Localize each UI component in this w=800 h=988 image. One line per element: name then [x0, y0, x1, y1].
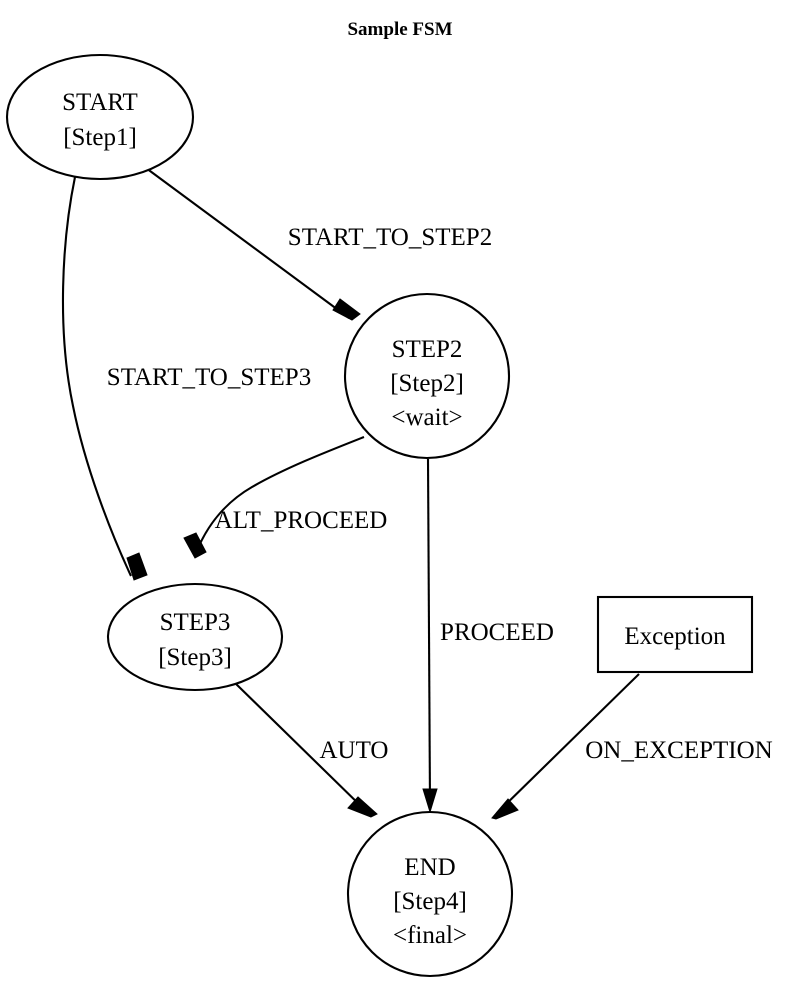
node-exception[interactable]: Exception	[596, 595, 754, 674]
node-exception-label: Exception	[624, 623, 726, 650]
edge-step3-to-end[interactable]: AUTO	[232, 680, 389, 818]
node-shape-start	[5, 53, 195, 181]
arrowhead-step3-to-end	[347, 796, 378, 818]
node-step2-label-line2: [Step2]	[390, 370, 464, 397]
page-title: Sample FSM	[347, 19, 452, 40]
arrowhead-exception-to-end	[491, 798, 519, 820]
edge-step2-to-end[interactable]: PROCEED	[422, 458, 554, 814]
edge-label-step3-to-end: AUTO	[320, 737, 389, 764]
arrowhead-start-to-step3	[126, 552, 148, 581]
arrowhead-step2-to-step3	[183, 532, 207, 559]
node-shape-end	[346, 810, 514, 978]
node-step3[interactable]: STEP3 [Step3]	[106, 582, 284, 692]
edge-label-exception-to-end: ON_EXCEPTION	[585, 737, 773, 764]
node-start-label-line1: START	[62, 89, 138, 116]
edge-path-start-to-step3	[61, 176, 132, 577]
node-start-label-line2: [Step1]	[63, 124, 137, 151]
node-step2[interactable]: STEP2 [Step2] <wait>	[343, 292, 511, 460]
node-end-label-line1: END	[404, 854, 455, 881]
node-step3-label-line2: [Step3]	[158, 644, 232, 671]
edge-label-step2-to-end: PROCEED	[440, 619, 554, 646]
edge-step2-to-step3[interactable]: ALT_PROCEED	[183, 436, 388, 559]
node-start[interactable]: START [Step1]	[5, 53, 195, 181]
edge-start-to-step2[interactable]: START_TO_STEP2	[145, 167, 492, 321]
edge-label-step2-to-step3: ALT_PROCEED	[215, 507, 388, 534]
edge-start-to-step3[interactable]: START_TO_STEP3	[61, 176, 311, 581]
node-end-label-line3: <final>	[393, 922, 467, 949]
edge-path-start-to-step2	[145, 167, 350, 319]
edge-path-step2-to-step3	[195, 436, 365, 554]
node-step2-label-line1: STEP2	[392, 336, 463, 363]
node-shape-step3	[106, 582, 284, 692]
node-step2-label-line3: <wait>	[391, 404, 462, 431]
node-end-label-line2: [Step4]	[393, 888, 467, 915]
node-end[interactable]: END [Step4] <final>	[346, 810, 514, 978]
node-shape-exception	[596, 595, 754, 674]
edge-exception-to-end[interactable]: ON_EXCEPTION	[491, 673, 773, 820]
edge-label-start-to-step3: START_TO_STEP3	[107, 364, 311, 391]
edge-path-step2-to-end	[426, 458, 432, 806]
node-shape-step2	[343, 292, 511, 460]
edge-path-step3-to-end	[232, 680, 368, 813]
node-step3-label-line1: STEP3	[160, 609, 231, 636]
edge-path-exception-to-end	[496, 673, 640, 814]
arrowhead-step2-to-end	[422, 788, 438, 814]
arrowhead-start-to-step2	[332, 298, 361, 321]
edge-label-start-to-step2: START_TO_STEP2	[288, 224, 492, 251]
